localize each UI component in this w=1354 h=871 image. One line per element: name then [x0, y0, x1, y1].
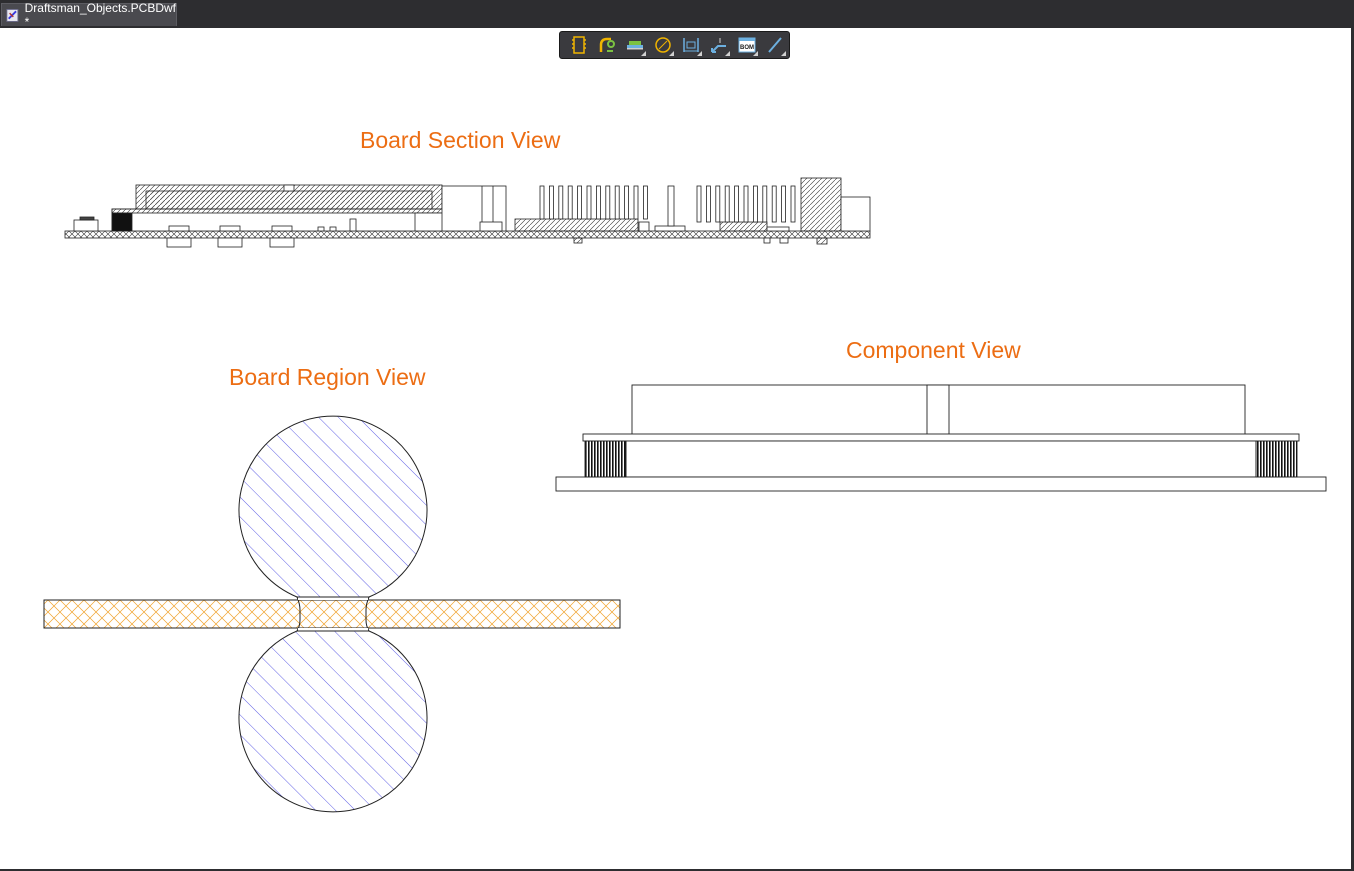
board-section-view-icon [627, 41, 643, 50]
header-pin [558, 185, 564, 220]
sheet-frame-right [1351, 28, 1354, 871]
header-pin [614, 185, 620, 220]
board-fabrication-view-icon [599, 37, 615, 52]
dropdown-arrow-icon[interactable] [669, 51, 674, 56]
header-pin [586, 185, 592, 220]
header-pin [567, 185, 573, 220]
dropdown-arrow-icon[interactable] [697, 51, 702, 56]
header-pin [633, 185, 639, 220]
callout-icon [711, 38, 726, 53]
place-board-fabrication-view-button[interactable] [593, 33, 621, 57]
line-drawing-icon [768, 37, 782, 53]
place-bom-table-button[interactable]: BOM [733, 33, 761, 57]
document-tab[interactable]: Draftsman_Objects.PCBDwf * [1, 1, 177, 29]
header-pin [715, 185, 721, 223]
place-line-button[interactable] [761, 33, 789, 57]
header-pin [596, 185, 601, 220]
board-detail-view-icon [655, 37, 671, 53]
board-section-view[interactable] [60, 170, 880, 255]
document-tab-bar: Draftsman_Objects.PCBDwf * [0, 0, 1354, 29]
sheet-frame-bottom [0, 869, 1354, 871]
header-pin [643, 185, 648, 220]
dropdown-arrow-icon[interactable] [725, 51, 730, 56]
place-callout-button[interactable] [705, 33, 733, 57]
dimension-icon [683, 38, 699, 52]
dropdown-arrow-icon[interactable] [641, 51, 646, 56]
svg-text:BOM: BOM [740, 45, 754, 51]
document-tab-label: Draftsman_Objects.PCBDwf * [24, 1, 176, 29]
place-board-assembly-view-button[interactable] [565, 33, 593, 57]
place-board-detail-view-button[interactable] [649, 33, 677, 57]
dropdown-arrow-icon[interactable] [753, 51, 758, 56]
place-dimension-button[interactable] [677, 33, 705, 57]
header-pin [724, 185, 730, 223]
board-assembly-view-icon [572, 36, 586, 54]
board-section-view-title: Board Section View [360, 127, 561, 153]
header-pin [624, 185, 629, 220]
dropdown-arrow-icon[interactable] [781, 51, 786, 56]
header-pin [696, 185, 702, 223]
component-view[interactable] [550, 380, 1335, 495]
header-pin [577, 185, 582, 220]
header-pin [734, 185, 739, 223]
header-pin [605, 185, 611, 220]
component-view-title: Component View [846, 337, 1021, 363]
header-pin [762, 185, 768, 223]
board-region-view[interactable] [40, 410, 625, 820]
bom-table-icon: BOM [738, 37, 756, 53]
board-region-view-title: Board Region View [229, 364, 426, 390]
header-pin [743, 185, 749, 223]
header-pin [706, 185, 711, 223]
header-pin [539, 185, 545, 220]
header-pin [753, 185, 758, 223]
place-board-section-view-button[interactable] [621, 33, 649, 57]
header-pin [790, 185, 796, 223]
active-bar-toolbar: BOM [559, 31, 790, 59]
header-pin [549, 185, 554, 220]
pcb-drawing-file-icon [6, 9, 19, 22]
header-pin [781, 185, 786, 223]
header-pin [771, 185, 777, 223]
